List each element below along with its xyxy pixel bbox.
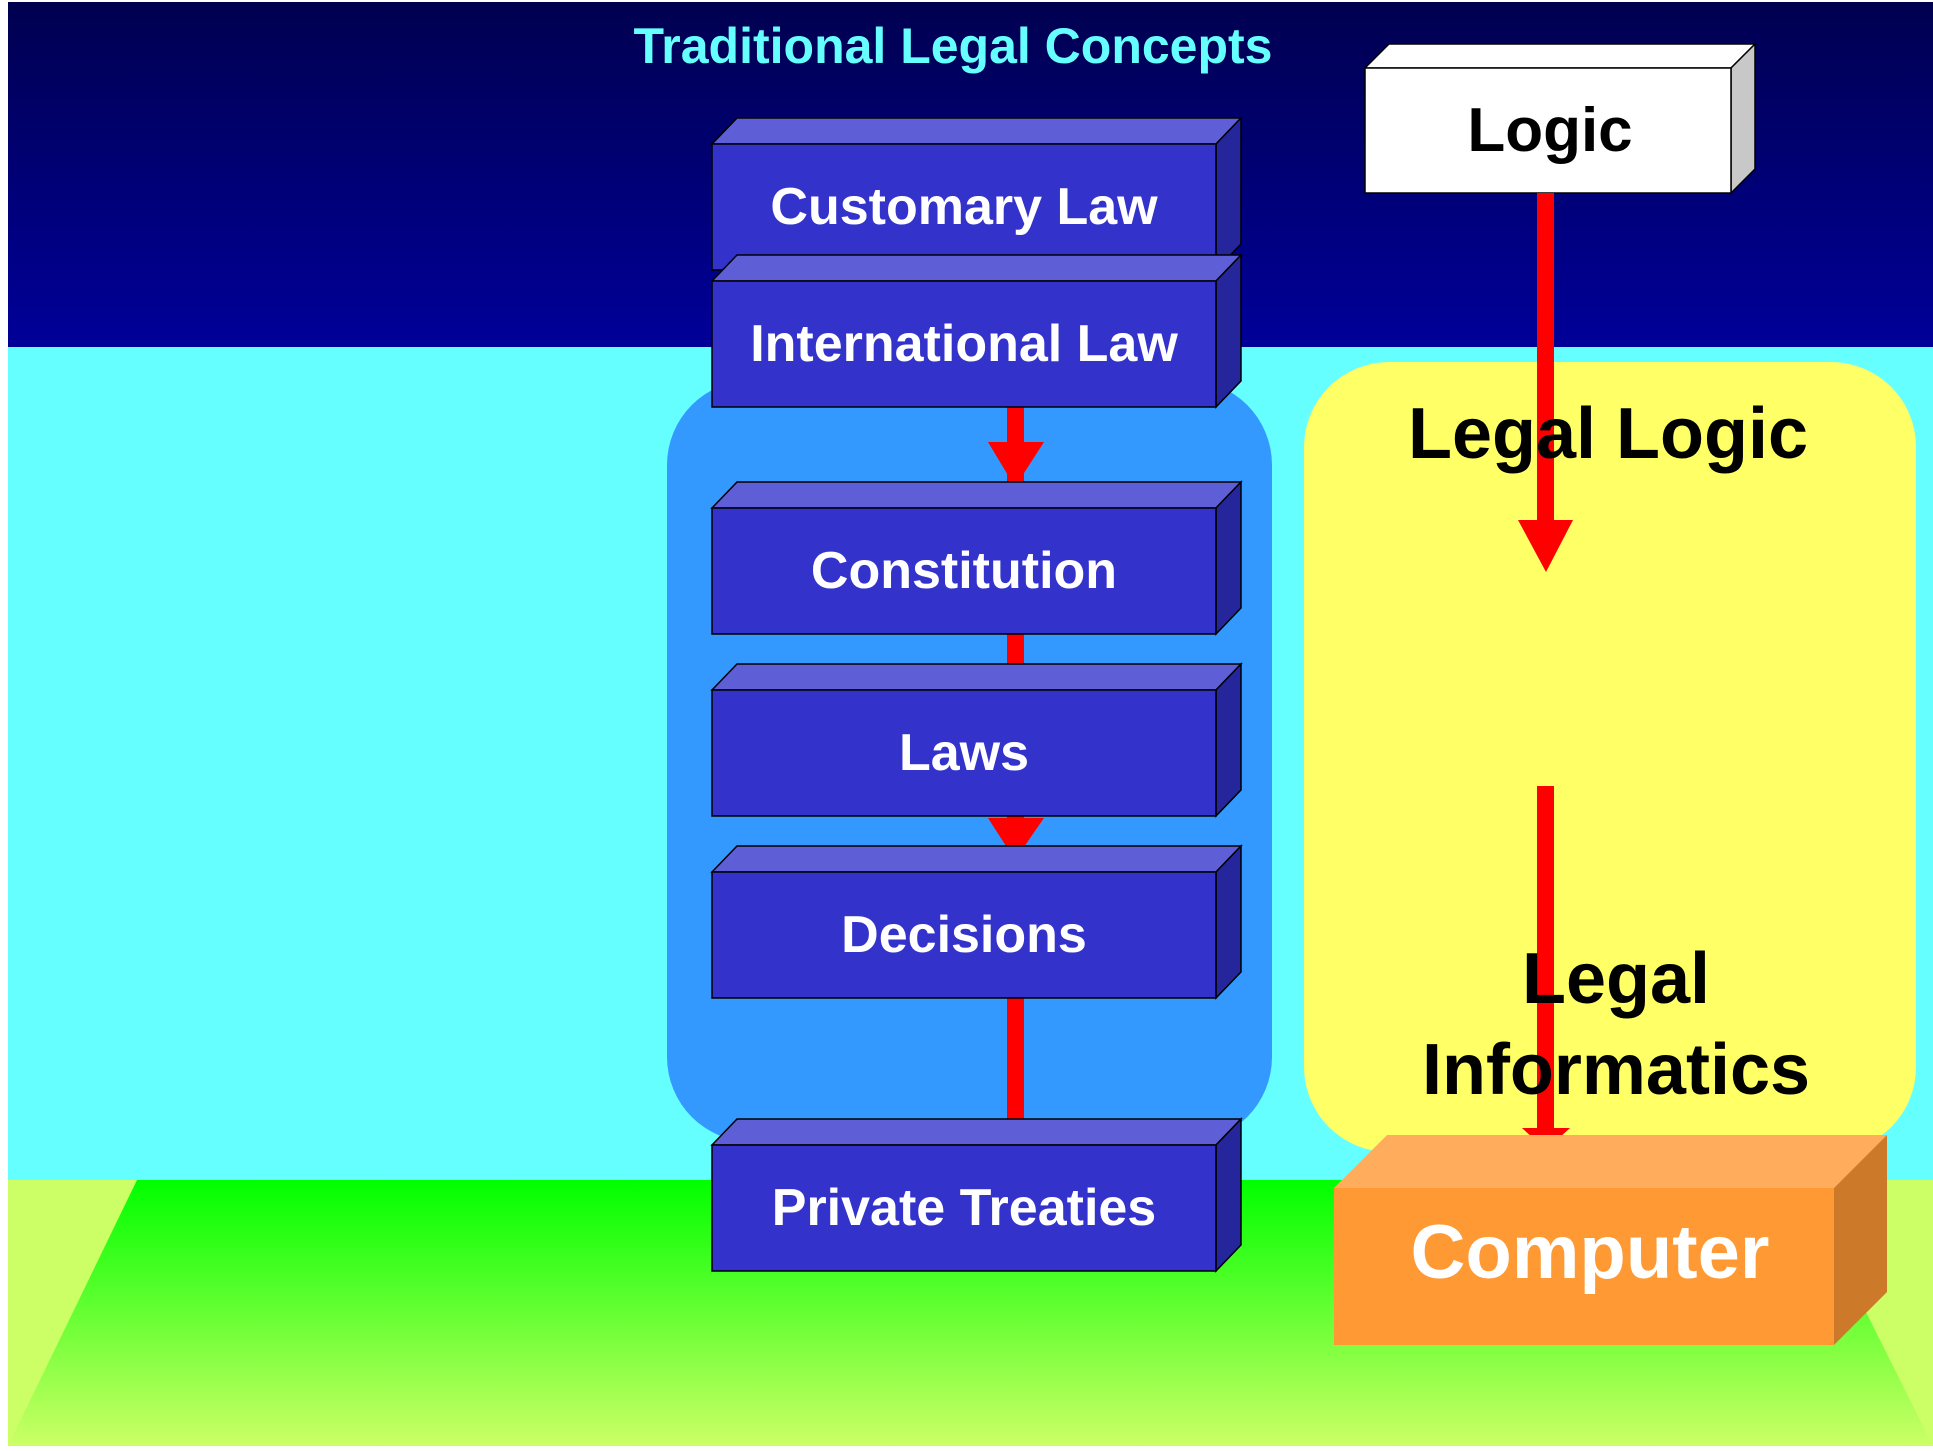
logic-arrow-head [1518,520,1573,572]
box-top-face [1334,1135,1887,1188]
legal-logic-panel [1304,362,1916,1152]
logic-box: Logic [1363,42,1757,195]
constitution-box: Constitution [710,480,1243,636]
box-front-face [711,689,1217,817]
logic-label: Logic [1467,96,1632,165]
box-front-face [711,1144,1217,1272]
box-side-face [1215,844,1242,1000]
legal-informatics-label-line2: Informatics [1422,1030,1810,1110]
customary-law-label: Customary Law [770,178,1158,236]
box-top-face [1363,43,1757,69]
decisions-label: Decisions [841,906,1087,964]
computer-label: Computer [1411,1210,1770,1295]
arrow-head-laws-to-decisions [988,818,1044,860]
box-top-face [710,845,1243,873]
customary-law-box: Customary Law [710,116,1243,272]
box-side-face [1834,1135,1887,1345]
box-front-face [711,871,1217,999]
informatics-arrow-shaft [1537,786,1554,1142]
international-law-label: International Law [750,315,1178,373]
decisions-box: Decisions [710,844,1243,1000]
box-top-face [710,117,1243,145]
box-front-face [711,280,1217,408]
private-treaties-box: Private Treaties [710,1117,1243,1273]
legal-logic-label: Legal Logic [1408,394,1808,474]
legal-informatics-label-line1: Legal [1522,939,1710,1019]
laws-box: Laws [710,662,1243,818]
box-side-face [1215,116,1242,272]
box-side-face [1215,1117,1242,1273]
box-front-face [711,507,1217,635]
laws-label: Laws [899,724,1029,782]
arrow-head-international-to-constitution [988,442,1044,487]
international-law-box: International Law [710,253,1243,409]
box-side-face [1730,42,1756,195]
box-top-face [710,1118,1243,1146]
private-treaties-label: Private Treaties [772,1179,1156,1237]
computer-box: Computer [1334,1135,1887,1345]
box-side-face [1215,662,1242,818]
box-top-face [710,663,1243,691]
box-top-face [710,254,1243,282]
logic-arrow-shaft [1537,193,1554,523]
diagram-title: Traditional Legal Concepts [634,18,1273,74]
constitution-label: Constitution [811,542,1117,600]
box-front-face [1334,1188,1834,1345]
box-side-face [1215,480,1242,636]
box-front-face [1364,67,1732,194]
box-side-face [1215,253,1242,409]
box-top-face [710,481,1243,509]
